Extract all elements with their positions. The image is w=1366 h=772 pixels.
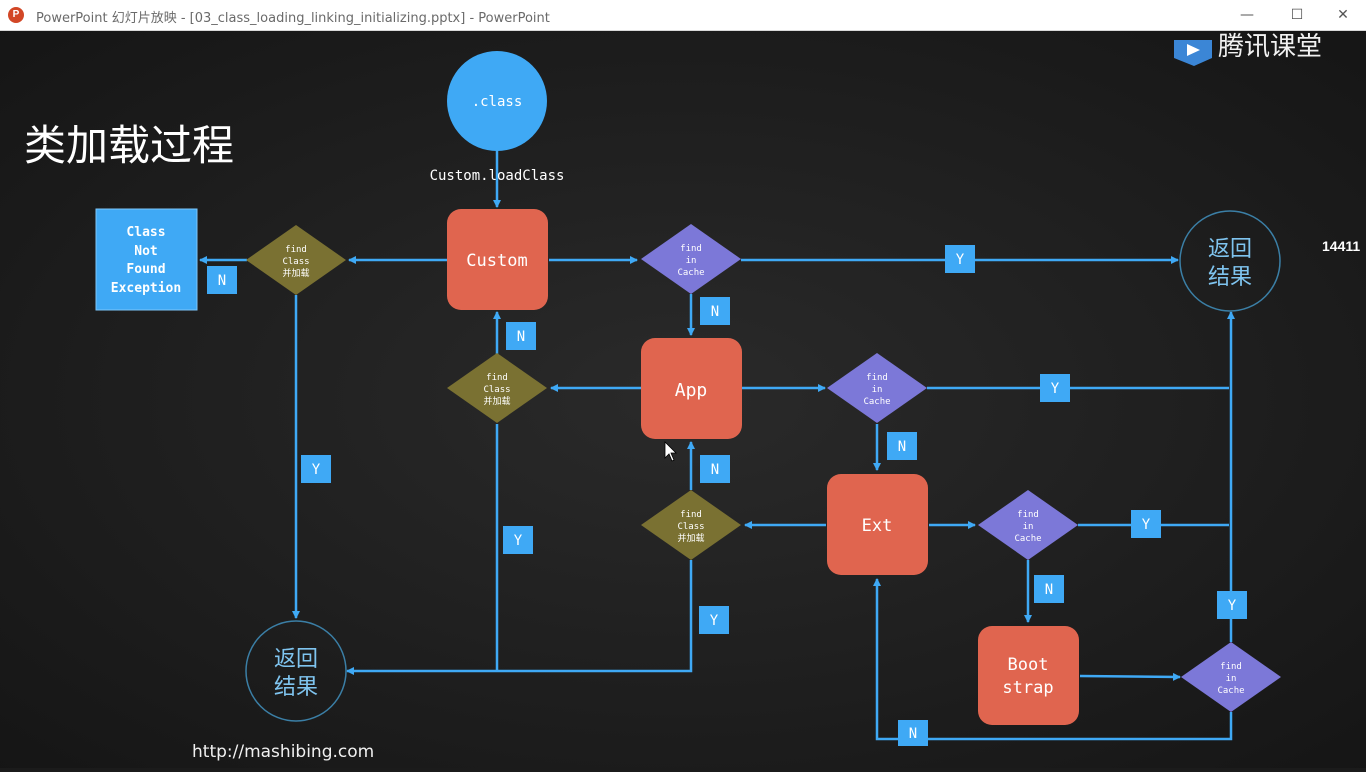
custom-loader-box: Custom — [447, 209, 548, 310]
no-label: N — [700, 455, 730, 483]
svg-text:Y: Y — [514, 533, 523, 549]
svg-text:结果: 结果 — [274, 675, 318, 700]
find-in-cache-diamond-custom: find in Cache — [641, 224, 741, 294]
slide-title: 类加载过程 — [24, 121, 234, 170]
svg-text:N: N — [517, 329, 525, 345]
svg-text:Class: Class — [282, 257, 309, 267]
svg-text:N: N — [711, 304, 719, 320]
find-in-cache-diamond-bootstrap: find in Cache — [1181, 642, 1281, 712]
svg-text:N: N — [1045, 582, 1053, 598]
minimize-button[interactable]: — — [1240, 7, 1254, 23]
svg-text:in: in — [686, 256, 697, 266]
load-class-label: Custom.loadClass — [430, 168, 565, 184]
branch-labels: N Y N N Y N N Y Y Y N Y Y N — [207, 245, 1247, 746]
website-url: http://mashibing.com — [192, 742, 374, 762]
mouse-cursor-icon — [664, 441, 677, 462]
return-result-circle-bottom: 返回 结果 — [245, 620, 347, 722]
svg-text:N: N — [909, 726, 917, 742]
no-label: N — [506, 322, 536, 350]
svg-text:并加载: 并加载 — [483, 395, 510, 407]
svg-text:Not: Not — [134, 244, 157, 259]
svg-text:find: find — [680, 244, 702, 254]
no-label: N — [700, 297, 730, 325]
svg-text:Y: Y — [1142, 517, 1151, 533]
svg-text:结果: 结果 — [1208, 265, 1252, 290]
svg-text:Boot: Boot — [1008, 655, 1049, 675]
flow-connectors — [199, 150, 1235, 741]
yes-label: Y — [1217, 591, 1247, 619]
brand-name: 腾讯课堂 — [1218, 32, 1322, 62]
maximize-button[interactable]: ☐ — [1290, 7, 1304, 23]
svg-text:N: N — [898, 439, 906, 455]
find-class-diamond-custom: find Class 并加载 — [246, 225, 346, 295]
no-label: N — [887, 432, 917, 460]
yes-label: Y — [301, 455, 331, 483]
svg-text:find: find — [486, 373, 508, 383]
ext-loader-box: Ext — [827, 474, 928, 575]
slide-canvas[interactable]: 腾讯课堂 类加载过程 http://mashibing.com 14411 .c… — [0, 31, 1366, 768]
svg-text:Found: Found — [126, 262, 165, 277]
svg-text:App: App — [675, 380, 708, 401]
window-titlebar: P PowerPoint 幻灯片放映 - [03_class_loading_l… — [0, 0, 1366, 31]
svg-text:Class: Class — [483, 385, 510, 395]
svg-text:in: in — [1226, 674, 1237, 684]
svg-text:返回: 返回 — [274, 647, 318, 672]
no-label: N — [898, 720, 928, 746]
yes-label: Y — [503, 526, 533, 554]
app-loader-box: App — [641, 338, 742, 439]
tencent-classroom-logo: 腾讯课堂 — [1174, 32, 1322, 66]
svg-text:Y: Y — [1051, 381, 1060, 397]
side-number: 14411 — [1322, 238, 1360, 254]
window-title: PowerPoint 幻灯片放映 - [03_class_loading_lin… — [36, 11, 550, 26]
svg-text:strap: strap — [1002, 678, 1053, 698]
svg-text:find: find — [680, 510, 702, 520]
find-class-diamond-ext: find Class 并加载 — [641, 490, 741, 560]
svg-text:Cache: Cache — [1014, 534, 1041, 544]
class-not-found-exception-box: Class Not Found Exception — [95, 208, 198, 311]
svg-text:N: N — [218, 273, 226, 289]
svg-text:并加载: 并加载 — [677, 532, 704, 544]
svg-text:N: N — [711, 462, 719, 478]
yes-label: Y — [1131, 510, 1161, 538]
svg-text:返回: 返回 — [1208, 237, 1252, 262]
svg-text:in: in — [1023, 522, 1034, 532]
bootstrap-loader-box: Boot strap — [978, 626, 1079, 725]
svg-text:并加载: 并加载 — [282, 267, 309, 279]
svg-text:Y: Y — [710, 613, 719, 629]
svg-text:find: find — [1017, 510, 1039, 520]
no-label: N — [1034, 575, 1064, 603]
close-button[interactable]: ✕ — [1337, 7, 1349, 23]
yes-label: Y — [699, 606, 729, 634]
powerpoint-icon: P — [8, 7, 24, 23]
yes-label: Y — [1040, 374, 1070, 402]
svg-text:in: in — [872, 385, 883, 395]
svg-text:Exception: Exception — [111, 281, 181, 296]
svg-text:Ext: Ext — [862, 516, 893, 536]
return-result-circle-top: 返回 结果 — [1179, 210, 1281, 312]
svg-text:Class: Class — [126, 225, 165, 240]
svg-text:find: find — [866, 373, 888, 383]
svg-text:.class: .class — [472, 94, 523, 110]
no-label: N — [207, 266, 237, 294]
yes-label: Y — [945, 245, 975, 273]
svg-text:Cache: Cache — [1217, 686, 1244, 696]
svg-text:Class: Class — [677, 522, 704, 532]
svg-text:Cache: Cache — [677, 268, 704, 278]
find-in-cache-diamond-ext: find in Cache — [978, 490, 1078, 560]
svg-text:Y: Y — [956, 252, 965, 268]
svg-text:Y: Y — [1228, 598, 1237, 614]
svg-text:find: find — [1220, 662, 1242, 672]
svg-text:Custom: Custom — [466, 251, 527, 271]
class-file-node: .class — [447, 51, 547, 151]
svg-text:Cache: Cache — [863, 397, 890, 407]
svg-text:Y: Y — [312, 462, 321, 478]
svg-text:find: find — [285, 245, 307, 255]
find-class-diamond-app: find Class 并加载 — [447, 353, 547, 423]
find-in-cache-diamond-app: find in Cache — [827, 353, 927, 423]
